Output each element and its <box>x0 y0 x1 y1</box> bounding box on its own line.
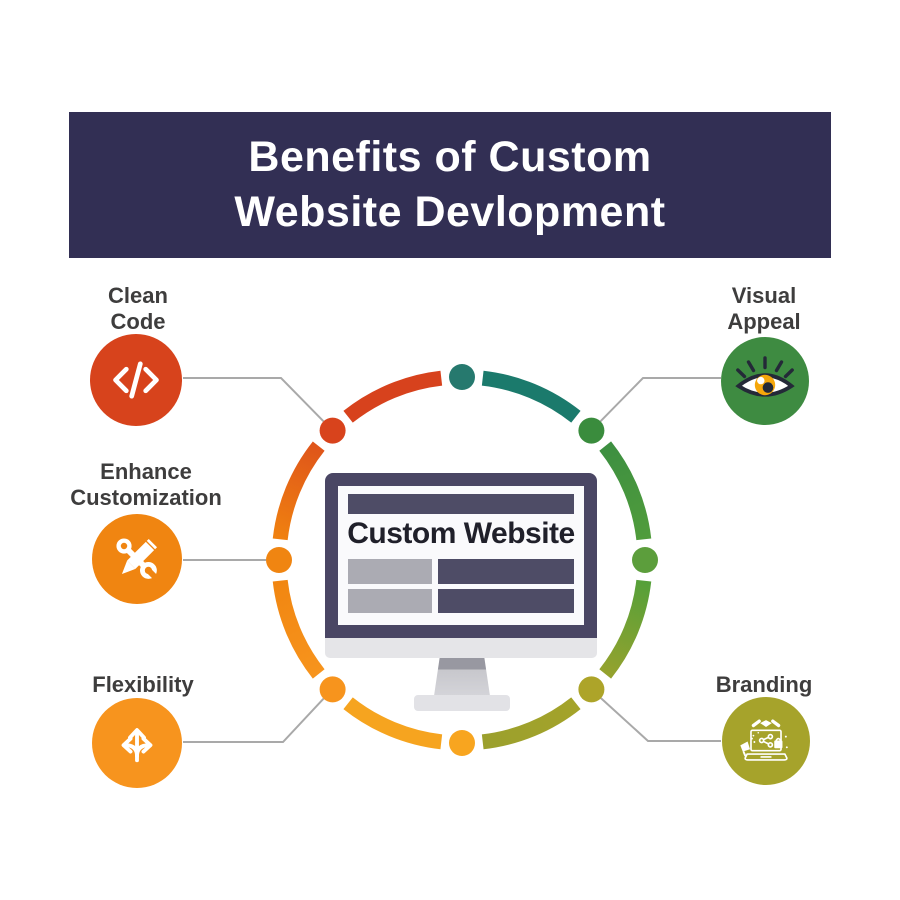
ring-dot-upper-left <box>319 417 346 444</box>
ring-arc-green <box>599 441 652 541</box>
code-icon <box>113 361 159 399</box>
connector-flexibility <box>183 698 325 743</box>
ring-dot-lower-right <box>578 676 605 703</box>
ring-arc-orange-red <box>272 441 325 541</box>
ring-dot-bottom <box>449 730 475 756</box>
clean-code-badge <box>90 334 182 426</box>
ring-dot-lower-left <box>319 676 346 703</box>
screen-block-dark <box>438 559 574 584</box>
title-line-2: Website Devlopment <box>234 188 666 236</box>
ring-dot-right <box>632 547 658 573</box>
branding-laptop-icon <box>740 719 788 761</box>
ring-arc-orange <box>272 579 325 679</box>
visual-appeal-badge <box>721 337 809 425</box>
connector-lines <box>183 377 721 743</box>
screen-block-dark <box>438 589 574 613</box>
branch-arrows-icon <box>121 728 153 763</box>
monitor-screen: Custom Website <box>338 486 584 625</box>
ring-dot-left <box>266 547 292 573</box>
screen-block-gray <box>348 559 432 584</box>
monitor-chin <box>325 638 597 658</box>
screen-content-row <box>348 589 574 613</box>
screen-header-bar <box>348 494 574 514</box>
branding-badge <box>722 697 810 785</box>
screen-block-gray <box>348 589 432 613</box>
ring-arc-olive <box>481 697 581 750</box>
enhance-customization-badge <box>92 514 182 604</box>
connector-visual-appeal <box>599 377 721 423</box>
page-title: Benefits of Custom Website Devlopment <box>234 130 665 240</box>
monitor: Custom Website <box>325 473 597 638</box>
monitor-stand-base <box>414 695 510 711</box>
flexibility-badge <box>92 698 182 788</box>
title-banner: Benefits of Custom Website Devlopment <box>69 112 831 258</box>
eye-icon <box>735 356 795 397</box>
connector-clean-code <box>183 377 325 423</box>
label-flexibility: Flexibility <box>92 672 194 697</box>
label-branding: Branding <box>715 672 813 697</box>
ring-arc-green-olive <box>599 579 652 679</box>
ring-arcs <box>272 370 652 750</box>
connector-branding <box>600 697 721 742</box>
screen-content-row <box>348 559 574 584</box>
ring-arc-teal <box>481 370 581 423</box>
title-line-1: Benefits of Custom <box>248 133 652 181</box>
ring-arc-amber <box>343 697 443 750</box>
label-clean-code: Clean Code <box>108 283 168 334</box>
screen-title: Custom Website <box>347 517 575 550</box>
ring-dot-top <box>449 364 475 390</box>
monitor-stand-neck <box>434 658 490 696</box>
ring-dot-upper-right <box>578 417 605 444</box>
label-visual-appeal: Visual Appeal <box>727 283 801 334</box>
wrench-pencil-icon <box>116 538 161 583</box>
ring-dots <box>266 364 658 756</box>
label-enhance-customization: Enhance Customization <box>70 459 222 510</box>
ring-arc-red <box>343 370 443 423</box>
